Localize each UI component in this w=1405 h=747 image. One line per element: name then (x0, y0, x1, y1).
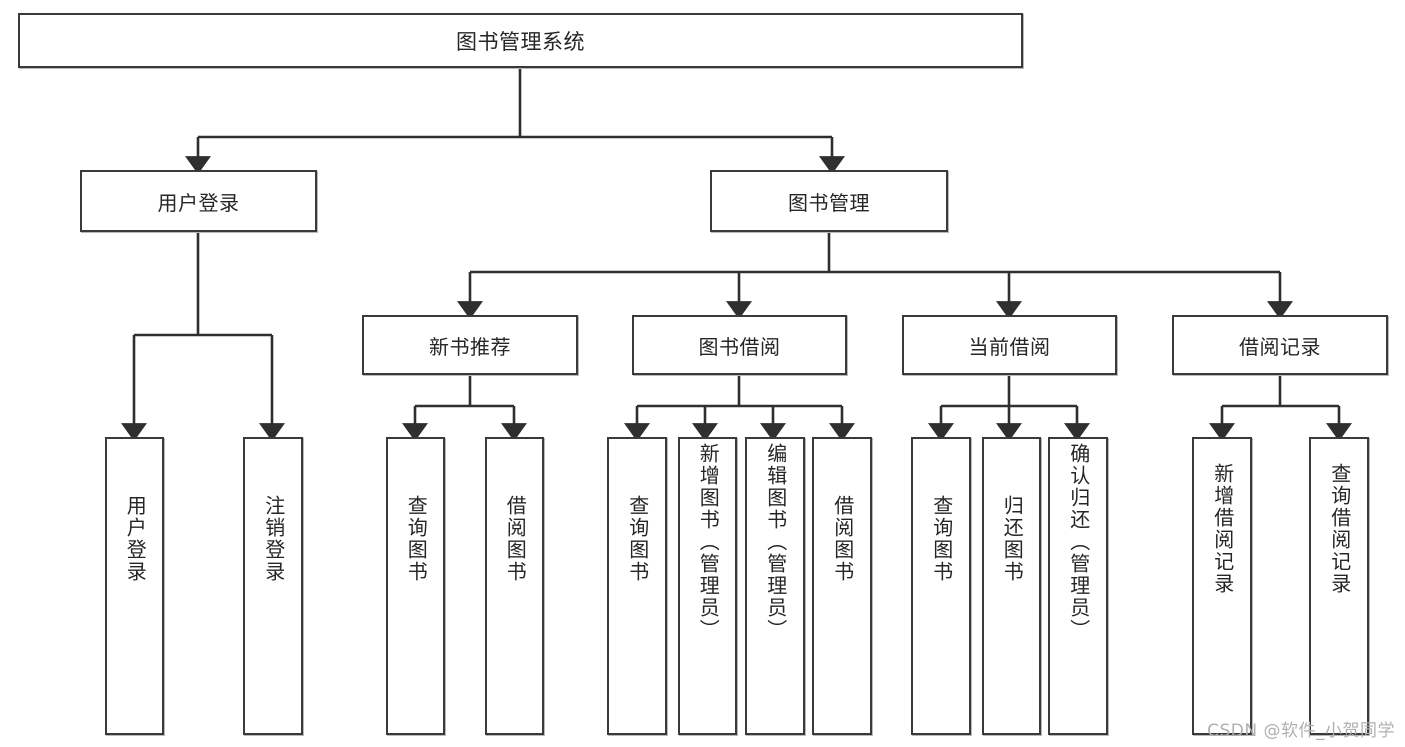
leaf-current-borrow-confirm[interactable]: 确认归还（管理员） (1048, 437, 1108, 735)
leaf-user-login-login-label: 用户登录 (123, 495, 148, 583)
node-book-management[interactable]: 图书管理 (710, 170, 948, 232)
leaf-user-login-logout-label: 注销登录 (261, 495, 286, 583)
node-borrow-record-label: 借阅记录 (1239, 334, 1321, 359)
leaf-borrow-record-add[interactable]: 新增借阅记录 (1192, 437, 1252, 735)
leaf-current-borrow-query[interactable]: 查询图书 (911, 437, 971, 735)
leaf-borrow-record-add-label: 新增借阅记录 (1210, 463, 1235, 595)
leaf-book-borrow-borrow[interactable]: 借阅图书 (812, 437, 872, 735)
leaf-book-borrow-query[interactable]: 查询图书 (607, 437, 667, 735)
node-root-system-label: 图书管理系统 (456, 29, 585, 54)
node-book-borrow-label: 图书借阅 (698, 334, 781, 359)
node-user-login[interactable]: 用户登录 (80, 170, 317, 232)
leaf-book-borrow-edit[interactable]: 编辑图书（管理员） (745, 437, 805, 735)
leaf-new-book-borrow-label: 借阅图书 (503, 495, 528, 583)
node-new-book-recommend[interactable]: 新书推荐 (362, 315, 578, 375)
node-root-system[interactable]: 图书管理系统 (18, 13, 1023, 68)
leaf-book-borrow-add[interactable]: 新增图书（管理员） (678, 437, 737, 735)
leaf-current-borrow-return[interactable]: 归还图书 (982, 437, 1041, 735)
leaf-new-book-query-label: 查询图书 (404, 495, 429, 583)
node-new-book-recommend-label: 新书推荐 (429, 334, 511, 359)
leaf-user-login-logout[interactable]: 注销登录 (243, 437, 303, 735)
node-borrow-record[interactable]: 借阅记录 (1172, 315, 1388, 375)
node-current-borrow[interactable]: 当前借阅 (902, 315, 1117, 375)
leaf-book-borrow-borrow-label: 借阅图书 (830, 495, 855, 583)
leaf-current-borrow-return-label: 归还图书 (1000, 495, 1025, 583)
leaf-current-borrow-confirm-label: 确认归还（管理员） (1066, 443, 1091, 641)
leaf-borrow-record-query-label: 查询借阅记录 (1327, 463, 1352, 595)
leaf-book-borrow-edit-label: 编辑图书（管理员） (763, 443, 788, 641)
node-book-management-label: 图书管理 (788, 190, 870, 215)
node-user-login-label: 用户登录 (157, 190, 240, 215)
node-current-borrow-label: 当前借阅 (968, 334, 1051, 359)
leaf-borrow-record-query[interactable]: 查询借阅记录 (1309, 437, 1369, 735)
node-book-borrow[interactable]: 图书借阅 (632, 315, 847, 375)
leaf-current-borrow-query-label: 查询图书 (929, 495, 954, 583)
leaf-new-book-query[interactable]: 查询图书 (386, 437, 445, 735)
watermark-text: CSDN @软件_小贺同学 (1207, 721, 1395, 741)
leaf-book-borrow-query-label: 查询图书 (625, 495, 650, 583)
leaf-book-borrow-add-label: 新增图书（管理员） (696, 443, 721, 641)
leaf-user-login-login[interactable]: 用户登录 (105, 437, 164, 735)
leaf-new-book-borrow[interactable]: 借阅图书 (485, 437, 544, 735)
